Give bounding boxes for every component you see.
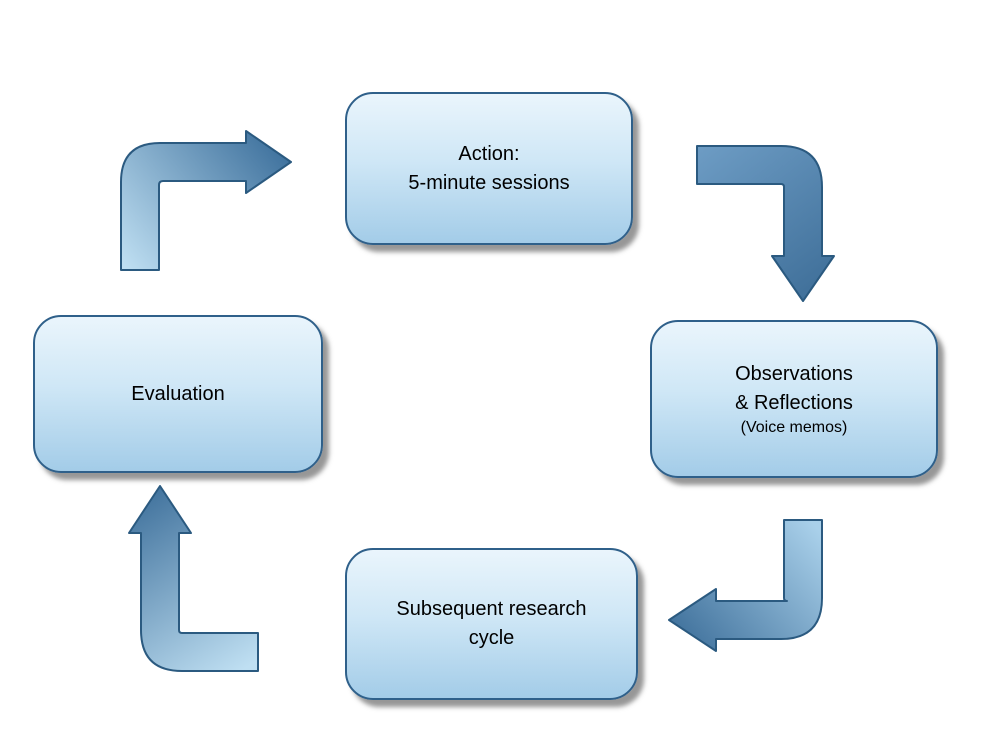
node-action: Action: 5-minute sessions <box>345 92 633 245</box>
arrow-observations-to-subsequent-cycle <box>668 519 823 652</box>
arrow-subsequent-cycle-to-evaluation <box>128 485 259 672</box>
node-evaluation: Evaluation <box>33 315 323 473</box>
node-action-label-line2: 5-minute sessions <box>408 171 570 194</box>
arrow-action-to-observations <box>696 145 835 302</box>
node-evaluation-label: Evaluation <box>131 382 225 405</box>
node-subsequent-label-line2: cycle <box>468 627 515 649</box>
node-subsequent-research-cycle: Subsequent research cycle <box>345 548 638 700</box>
node-observations-label-line1: Observations <box>735 362 853 385</box>
node-action-label-line1: Action: <box>458 142 520 165</box>
node-subsequent-label-line1: Subsequent research <box>396 598 587 620</box>
node-observations-label-line2: & Reflections <box>735 391 853 414</box>
arrow-evaluation-to-action <box>120 130 292 271</box>
node-observations: Observations & Reflections (Voice memos) <box>650 320 938 478</box>
node-observations-note: (Voice memos) <box>740 418 848 436</box>
